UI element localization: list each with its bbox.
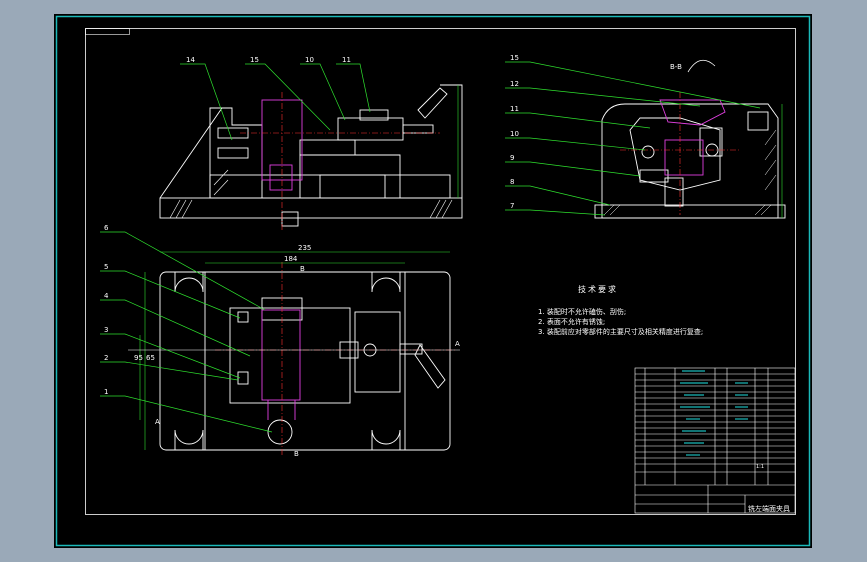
section-arc [687, 59, 716, 73]
tech-req-title: 技术要求 [578, 284, 618, 294]
leaders-plan [100, 231, 273, 433]
parts-list [634, 367, 796, 514]
section-hatch [603, 129, 777, 216]
leader-label-8: 8 [510, 178, 514, 186]
section-mark-a-left: A [155, 418, 160, 426]
section-mark-b-bottom: B [294, 450, 299, 458]
front-view [159, 84, 463, 227]
plan-workpiece [261, 309, 301, 420]
tech-req-item-1: 1. 装配时不允许磕伤、刮伤; [538, 307, 626, 316]
title-block-scale: 1:1 [756, 464, 764, 470]
corner-tag [85, 28, 130, 35]
leader-label-5: 5 [104, 263, 108, 271]
leaders-right [505, 61, 761, 216]
dim-65: 65 [146, 354, 155, 362]
plan-dimensions [128, 251, 460, 450]
sheet-background [54, 14, 812, 548]
leader-label-11a: 11 [342, 56, 351, 64]
handle [417, 87, 448, 119]
section-mark-a-right: A [455, 340, 460, 348]
leader-label-10a: 10 [305, 56, 314, 64]
title-block-name: 铣左端面夹具 [748, 504, 790, 513]
leader-label-3: 3 [104, 326, 108, 334]
leader-label-4: 4 [104, 292, 109, 300]
hatch-left [169, 169, 453, 219]
section-workpiece [659, 99, 726, 176]
leader-label-15b: 15 [510, 54, 519, 62]
plan-view [159, 271, 451, 451]
dim-184: 184 [284, 255, 298, 263]
left-bolt-2 [217, 147, 249, 159]
leader-label-15a: 15 [250, 56, 259, 64]
dim-95: 95 [134, 354, 143, 362]
center-block [299, 139, 356, 156]
leader-label-1: 1 [104, 388, 108, 396]
section-centerlines [620, 92, 740, 215]
leader-label-10b: 10 [510, 130, 519, 138]
leader-label-7: 7 [510, 202, 514, 210]
tech-req-item-3: 3. 装配前应对零部件的主要尺寸及相关精度进行复查; [538, 327, 703, 336]
leader-label-2: 2 [104, 354, 108, 362]
support-triangle [159, 107, 223, 199]
leader-label-11b: 11 [510, 105, 519, 113]
tech-req-item-2: 2. 表面不允许有锈蚀; [538, 317, 605, 326]
leader-label-12: 12 [510, 80, 519, 88]
section-title: B-B [670, 63, 682, 71]
leaders-top [180, 63, 371, 141]
leader-label-9: 9 [510, 154, 514, 162]
outer-border [55, 15, 811, 547]
dim-235: 235 [298, 244, 311, 252]
inner-border [85, 28, 796, 515]
leader-label-6: 6 [104, 224, 109, 232]
vertical-post [440, 84, 463, 198]
section-mark-b-top: B [300, 265, 305, 273]
front-view-centerlines [240, 92, 440, 230]
leader-label-14: 14 [186, 56, 195, 64]
clamp-nut [359, 109, 389, 121]
parts-list-text-marks [680, 370, 748, 456]
